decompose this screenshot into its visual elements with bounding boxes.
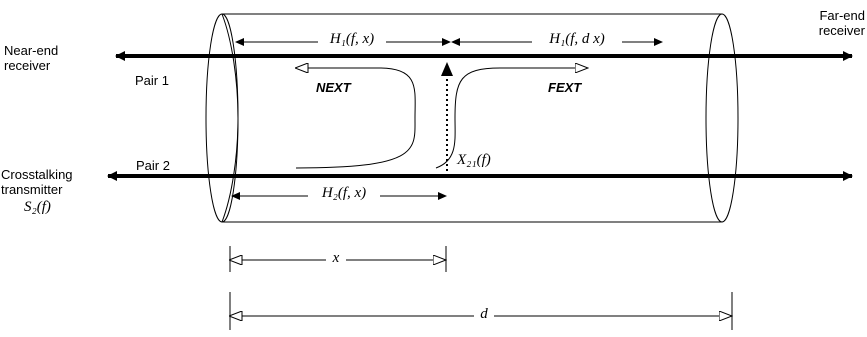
s2f-label: S₂(f): [24, 199, 51, 215]
coupling-arrowhead: [441, 62, 453, 76]
far-end-label: Far-end receiver: [818, 8, 865, 38]
next-curve: [296, 68, 416, 169]
fext-curve: [435, 68, 588, 169]
x-label: x: [326, 251, 346, 266]
h1-fx-label: H₁(f, x): [318, 32, 386, 47]
next-label: NEXT: [316, 80, 351, 95]
pair2-label: Pair 2: [136, 158, 170, 173]
cable-left-end: [205, 13, 239, 223]
cable-left-inner: [221, 13, 239, 223]
cable-right-end: [705, 13, 739, 223]
x21-label: X₂₁(f): [457, 152, 491, 168]
cable-cylinder: [205, 13, 739, 223]
crosstalk-transmitter-label: Crosstalking transmitter: [1, 167, 73, 197]
near-end-label: Near-end receiver: [4, 43, 59, 73]
pair1-label: Pair 1: [135, 73, 169, 88]
fext-label: FEXT: [548, 80, 582, 95]
d-label: d: [474, 307, 494, 322]
h1-fdx-label: H₁(f, d x): [532, 32, 622, 47]
h2-fx-label: H₂(f, x): [308, 186, 380, 201]
